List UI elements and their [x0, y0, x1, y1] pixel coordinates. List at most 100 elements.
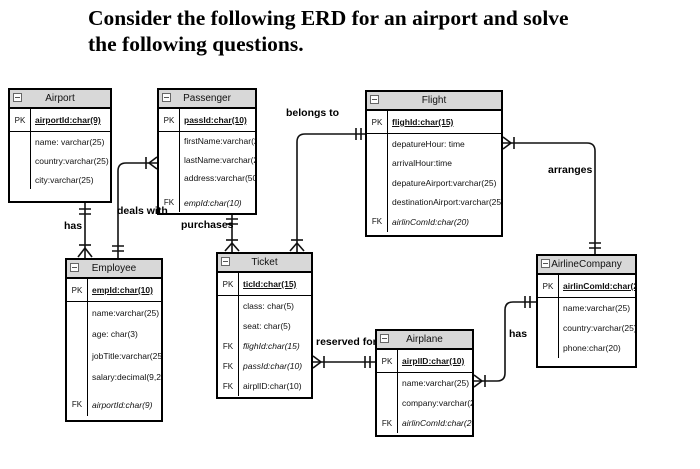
pk-column-divider — [87, 279, 88, 416]
attribute-row: seat: char(5) — [218, 316, 311, 336]
line-has-airline-airplane — [473, 296, 538, 388]
attribute-text: airportId:char(9) — [35, 115, 101, 125]
entity-header: Airport — [10, 90, 110, 109]
collapse-minus-icon — [541, 259, 550, 268]
collapse-minus-icon — [380, 334, 389, 343]
key-column-label: FK — [222, 341, 234, 351]
entity-title: Employee — [91, 263, 137, 274]
attribute-row: salary:decimal(9,2) — [67, 367, 161, 389]
attribute-row: address:varchar(50) — [159, 169, 255, 188]
attribute-row: country:varchar(25) — [538, 318, 635, 338]
attribute-text: country:varchar(25) — [35, 155, 109, 166]
entity-title: Airplane — [406, 334, 443, 345]
pk-column-divider — [179, 109, 180, 212]
attribute-text: lastName:varchar(25) — [184, 154, 255, 165]
entity-title: Airport — [45, 93, 75, 104]
attribute-row: company:varchar(25) — [377, 393, 472, 413]
attribute-row: arrivalHour:time — [367, 154, 501, 174]
attribute-row: jobTitle:varchar(25) — [67, 345, 161, 367]
attribute-row: age: char(3) — [67, 324, 161, 346]
attribute-text: arrivalHour:time — [392, 158, 452, 169]
attribute-text: depatureAirport:varchar(25) — [392, 177, 497, 188]
attribute-text: phone:char(20) — [563, 343, 621, 353]
entity-rows: PK airportId:char(9) name: varchar(25) coun… — [10, 109, 110, 189]
attribute-text: name:varchar(25) — [563, 303, 631, 313]
attribute-text: empId:char(10) — [184, 197, 242, 208]
pk-attribute-row: PK airportId:char(9) — [10, 109, 110, 132]
attribute-text: flighId:char(15) — [243, 341, 300, 351]
attribute-text: address:varchar(50) — [184, 173, 257, 184]
entity-header: Flight — [367, 92, 501, 111]
attribute-text: firstName:varchar(25) — [184, 136, 255, 147]
collapse-minus-icon — [162, 93, 171, 102]
attribute-text: name: varchar(25) — [35, 136, 105, 147]
attribute-row: lastName:varchar(25) — [159, 151, 255, 170]
pk-column-divider — [558, 275, 559, 358]
key-column-label: PK — [222, 279, 234, 289]
entity-airlinecompany: AirlineCompany PKairlinComId:char(20)nam… — [536, 254, 637, 368]
attribute-text: salary:decimal(9,2) — [92, 372, 163, 383]
entity-header: Airplane — [377, 331, 472, 350]
entity-airport: Airport PK airportId:char(9) name: varchar… — [8, 88, 112, 203]
rel-label-has-airport-employee: has — [64, 220, 83, 232]
pk-column-divider — [387, 111, 388, 232]
pk-attribute-row: PK airplID:char(10) — [377, 350, 472, 373]
attribute-text: airlinComId:char(20) — [402, 418, 474, 428]
attribute-text: empId:char(10) — [92, 285, 153, 295]
attribute-row: city:varchar(25) — [10, 170, 110, 189]
line-reserved-for-ticket-airplane — [312, 355, 375, 369]
pk-column-divider — [30, 109, 31, 189]
rel-label-arranges: arranges — [548, 164, 593, 176]
key-column-label: PK — [14, 115, 26, 125]
attribute-text: passId:char(10) — [243, 361, 303, 371]
entity-title: Ticket — [251, 257, 278, 268]
entity-header: Passenger — [159, 90, 255, 109]
attribute-text: airplID:char(10) — [402, 356, 465, 366]
attribute-text: city:varchar(25) — [35, 174, 94, 185]
key-column-label: PK — [371, 117, 383, 127]
attribute-text: jobTitle:varchar(25) — [92, 350, 163, 361]
attribute-text: country:varchar(25) — [563, 323, 637, 333]
rel-label-belongs-to: belongs to — [286, 107, 340, 119]
fk-attribute-row: FK flighId:char(15) — [218, 336, 311, 356]
key-column-label: PK — [381, 356, 393, 366]
entity-header: Employee — [67, 260, 161, 279]
attribute-text: seat: char(5) — [243, 321, 291, 331]
key-column-label: FK — [222, 361, 234, 371]
attribute-text: airportId:char(9) — [92, 399, 153, 410]
attribute-row: name:varchar(25) — [377, 373, 472, 393]
attribute-row: depatureAirport:varchar(25) — [367, 173, 501, 193]
attribute-text: airlinComId:char(20) — [563, 281, 635, 291]
line-belongs-to-flight-ticket — [289, 128, 365, 252]
attribute-row: name:varchar(25) — [538, 298, 635, 318]
attribute-text: passId:char(10) — [184, 115, 247, 125]
key-column-label: FK — [71, 400, 83, 410]
entity-header: Ticket — [218, 254, 311, 273]
attribute-row: name: varchar(25) — [10, 132, 110, 151]
pk-column-divider — [397, 350, 398, 433]
attribute-row: country:varchar(25) — [10, 151, 110, 170]
attribute-row: firstName:varchar(25) — [159, 132, 255, 151]
attribute-row: phone:char(20) — [538, 338, 635, 358]
fk-attribute-row: FK passId:char(10) — [218, 356, 311, 376]
key-column-label: FK — [381, 418, 393, 428]
attribute-text: destinationAirport:varchar(25) — [392, 197, 503, 208]
attribute-text: name:varchar(25) — [402, 378, 470, 388]
pk-attribute-row: PK airlinComId:char(20) — [538, 275, 635, 298]
exercise-title: Consider the following ERD for an airpor… — [88, 5, 569, 57]
entity-rows: PK airlinComId:char(20) name:varchar(25) co… — [538, 275, 635, 358]
line-arranges-airline-flight — [502, 136, 601, 254]
collapse-minus-icon — [13, 93, 22, 102]
key-column-label: PK — [542, 281, 554, 291]
exercise-title-line2: the following questions. — [88, 32, 304, 56]
pk-column-divider — [238, 273, 239, 396]
attribute-text: airplID:char(10) — [243, 381, 302, 391]
